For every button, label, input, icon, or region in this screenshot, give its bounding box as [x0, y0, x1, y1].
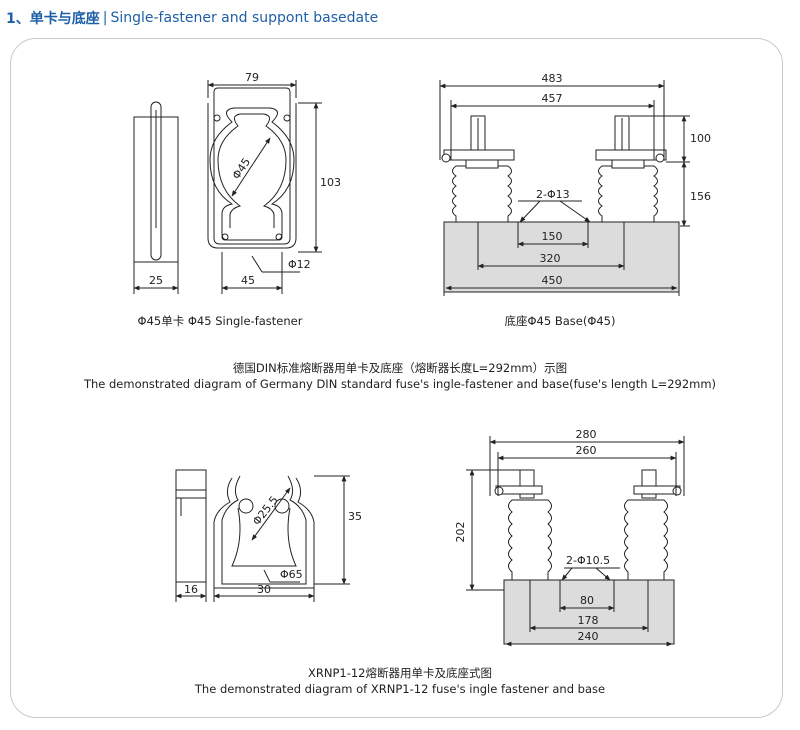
header-title-cn: 1、单卡与底座: [6, 11, 100, 27]
fig4-dim-holes: 2-Φ10.5: [566, 554, 610, 567]
section2-caption-en: The demonstrated diagram of XRNP1-12 fus…: [194, 682, 606, 696]
figure2-caption: 底座Φ45 Base(Φ45): [504, 314, 616, 328]
fig3-dim-d25-5: Φ25.5: [250, 494, 281, 528]
base1-left-insulator: [441, 115, 515, 223]
fig4-dim-280: 280: [576, 428, 597, 441]
fig1-dim-79: 79: [245, 71, 259, 84]
figure1-caption: Φ45单卡 Φ45 Single-fastener: [137, 314, 303, 328]
fastener2-side-view: [175, 469, 207, 583]
fig3-dim-16: 16: [184, 583, 198, 596]
fastener1-side-slot: [150, 101, 162, 261]
fig4-dim-240: 240: [578, 630, 599, 643]
fig1-dim-d12: Φ12: [288, 258, 311, 271]
fig2-dim-483: 483: [542, 72, 563, 85]
fig4-dim-260: 260: [576, 444, 597, 457]
fig3-dim-35: 35: [348, 510, 362, 523]
figure1-drawing: [133, 80, 322, 294]
base1-right-insulator: [595, 115, 667, 223]
fig1-dim-25: 25: [149, 274, 163, 287]
fig4-dim-202: 202: [454, 522, 467, 543]
fig1-dim-103: 103: [320, 176, 341, 189]
section1-caption-cn: 德国DIN标准熔断器用单卡及底座（熔断器长度L=292mm）示图: [232, 361, 568, 375]
fig2-dim-156: 156: [690, 190, 711, 203]
figure2-drawing: [439, 80, 690, 296]
base2-plate: [503, 579, 675, 645]
header-title-en: Single-fastener and suppont basedate: [110, 10, 379, 26]
base2-right-insulator: [624, 469, 682, 581]
base1-plate: [443, 221, 680, 293]
fig3-dim-d65: Φ65: [280, 568, 303, 581]
section-header: 1、单卡与底座 | Single-fastener and suppont ba…: [6, 6, 378, 30]
section1-caption-en: The demonstrated diagram of Germany DIN …: [83, 377, 717, 391]
fig2-dim-457: 457: [542, 92, 563, 105]
base2-left-insulator: [494, 469, 552, 581]
diagram-panel: [10, 38, 783, 718]
fastener1-front-outline: [207, 103, 297, 249]
fig2-dim-holes: 2-Φ13: [536, 188, 570, 201]
header-separator: |: [102, 10, 108, 26]
fig4-dim-178: 178: [578, 614, 599, 627]
fig2-dim-100: 100: [690, 132, 711, 145]
fig2-dim-150: 150: [542, 230, 563, 243]
fig1-dim-45: 45: [241, 274, 255, 287]
fig2-dim-320: 320: [540, 252, 561, 265]
fig3-dim-30: 30: [257, 583, 271, 596]
fig2-dim-450: 450: [542, 274, 563, 287]
fig4-dim-80: 80: [580, 594, 594, 607]
section2-caption-cn: XRNP1-12熔断器用单卡及底座式图: [307, 666, 492, 680]
figure3-drawing: [175, 469, 350, 602]
figure4-drawing: [466, 436, 685, 647]
fastener2-clip: [221, 475, 307, 585]
fastener1-clip: [209, 107, 295, 241]
